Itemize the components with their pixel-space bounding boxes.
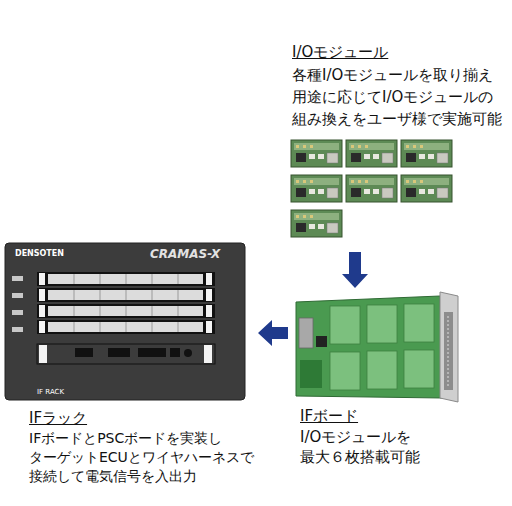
rack-body [5,243,245,400]
psc-switch [184,349,192,357]
module-slot [330,352,360,390]
component-group: IFラックIFボードとPSCボードを実装し ターゲットECUとワイヤハーネスで … [5,240,258,490]
module-slot [404,350,434,388]
description-text: I/Oモジュールを 最大６枚搭載可能 [300,427,420,467]
indicator [12,310,23,315]
indicator [12,327,23,332]
module-slot [367,351,397,389]
board-area [300,360,322,388]
slot-handle [39,289,45,301]
psc-connector [170,348,180,357]
slot-handle [39,273,45,285]
section-heading: I/Oモジュール [292,42,388,62]
if-board-photo [296,292,458,402]
io-module-photo [401,140,452,167]
panel-connector [444,312,453,390]
module-slot [367,305,397,343]
brand-label: DENSOTEN [15,250,64,259]
description-text: 各種I/Oモジュールを取り揃え 用途に応じてI/Oモジュールの 組み換えをユーザ… [292,64,502,130]
flow-arrow [258,320,288,346]
io-module-photo [346,175,397,202]
slot-handle [206,273,212,285]
slot-handle [206,289,212,301]
psc-slot [37,344,215,364]
slot-dividers [74,274,178,332]
if-rack-illustration [5,243,245,400]
psc-connector [75,348,93,357]
component-group: IFボードI/Oモジュールを 最大６枚搭載可能 [288,288,470,471]
psc-frame [37,344,215,364]
indicator [12,276,23,281]
slot-handle [39,321,45,333]
section-heading: IFボード [300,406,358,426]
module-slot [404,304,434,342]
module-slot [330,306,360,344]
rack-label: IF RACK [37,389,64,397]
section-heading: IFラック [29,408,87,428]
slot-handle [206,321,212,333]
io-module-photo [401,175,452,202]
indicator [12,293,23,298]
slot-handle [39,345,47,363]
slot-handle [206,305,212,317]
flow-arrow [342,252,368,288]
board-chip [316,336,327,347]
logo-text: CRAMAS-X [150,248,220,261]
connector-pins [448,316,449,386]
description-text: IFボードとPSCボードを実装し ターゲットECUとワイヤハーネスで 接続して電… [29,429,254,486]
board-pcb [296,296,442,398]
io-module-photo [291,140,342,167]
io-module-photo [291,210,342,237]
slot-handle [39,305,45,317]
front-panel [440,292,458,402]
io-module-photo [291,175,342,202]
component-group: I/Oモジュール各種I/Oモジュールを取り揃え 用途に応じてI/Oモジュールの … [286,40,510,252]
slot-handle [204,345,212,363]
board-connector [299,318,313,348]
psc-connector [138,348,166,357]
io-module-photo [346,140,397,167]
psc-connector [108,348,130,357]
